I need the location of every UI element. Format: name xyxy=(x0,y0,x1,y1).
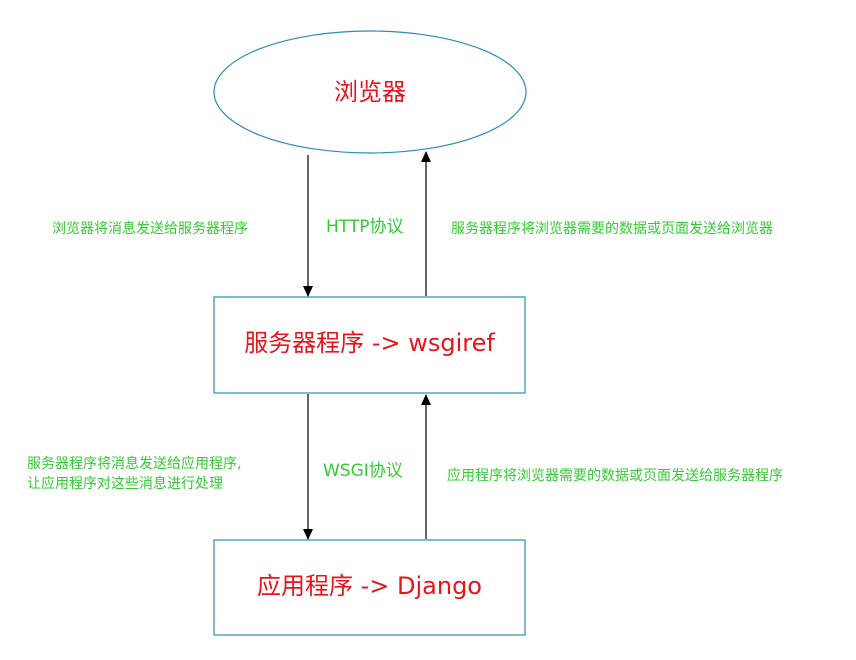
note-server-to-browser: 服务器程序将浏览器需要的数据或页面发送给浏览器 xyxy=(451,221,773,237)
wsgi-protocol-label: WSGI协议 xyxy=(323,461,403,481)
note-server-to-app-line-2: 让应用程序对这些消息进行处理 xyxy=(27,476,223,493)
arrowhead-browser-to-server xyxy=(303,286,313,297)
http-protocol-label: HTTP协议 xyxy=(326,217,404,237)
app-node-label: 应用程序 -> Django xyxy=(256,572,482,600)
note-app-to-server: 应用程序将浏览器需要的数据或页面发送给服务器程序 xyxy=(447,468,783,484)
note-browser-to-server: 浏览器将消息发送给服务器程序 xyxy=(52,221,248,237)
note-server-to-app: 服务器程序将消息发送给应用程序, 让应用程序对这些消息进行处理 xyxy=(27,454,241,495)
browser-node-shape xyxy=(213,30,527,154)
arrowhead-server-to-app xyxy=(303,529,313,540)
app-node-shape xyxy=(213,539,526,636)
server-node-shape xyxy=(213,296,526,394)
note-server-to-app-line-1: 服务器程序将消息发送给应用程序, xyxy=(27,456,242,472)
server-node-label: 服务器程序 -> wsgiref xyxy=(244,329,495,357)
arrowhead-server-to-browser xyxy=(421,151,431,162)
browser-node-label: 浏览器 xyxy=(334,78,406,106)
arrowhead-app-to-server xyxy=(421,394,431,405)
